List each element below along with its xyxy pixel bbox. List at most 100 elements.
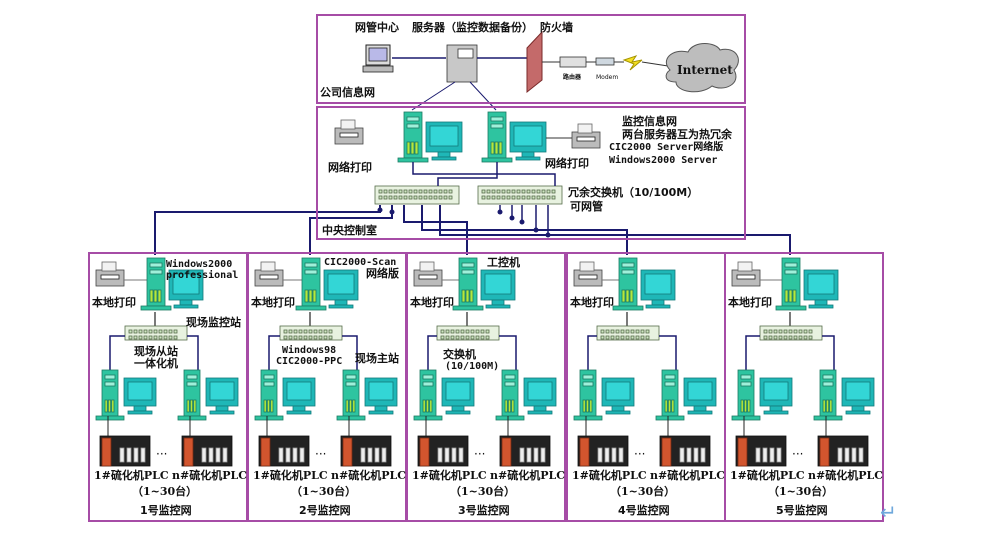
switch-left-link xyxy=(587,335,597,370)
pc-drive xyxy=(104,381,116,387)
pc-slot xyxy=(104,399,108,413)
printer-slot xyxy=(418,274,438,280)
firewall-icon xyxy=(526,30,543,94)
switch-port xyxy=(298,335,303,340)
switch-port xyxy=(501,195,506,200)
printer-paper xyxy=(101,261,117,272)
switch-port xyxy=(521,195,526,200)
switch-port xyxy=(288,335,293,340)
switch-port xyxy=(318,335,323,340)
pc-drive xyxy=(304,269,318,275)
subnet-3-frame xyxy=(406,252,566,522)
switch-port xyxy=(303,335,308,340)
switch-right-link xyxy=(342,335,358,370)
plc-io-card xyxy=(618,447,624,463)
subnet-title: 2号监控网 xyxy=(299,504,351,517)
plc-1-label: 1#硫化机PLC xyxy=(572,469,647,482)
switch-port xyxy=(605,329,610,334)
switch-port xyxy=(313,335,318,340)
plc-io-card xyxy=(299,447,305,463)
switch-port xyxy=(546,189,551,194)
switch-port xyxy=(491,189,496,194)
plc-io-card xyxy=(776,447,782,463)
pc-slot xyxy=(465,289,470,303)
switch-port xyxy=(455,329,460,334)
pc-slot xyxy=(740,399,744,413)
local-printer-label: 本地打印 xyxy=(570,296,614,309)
switch-port xyxy=(763,329,768,334)
switch-port xyxy=(173,335,178,340)
printer-paper xyxy=(737,261,753,272)
pc-drive xyxy=(490,123,504,129)
plc-io-card xyxy=(367,447,373,463)
pc-drive xyxy=(186,381,198,387)
switch-port xyxy=(496,189,501,194)
plc-io-card xyxy=(458,447,464,463)
subnet-title: 4号监控网 xyxy=(618,504,670,517)
monitor-screen xyxy=(687,381,713,401)
pc-slot xyxy=(667,399,672,413)
bus-junction xyxy=(377,207,383,213)
local-printer-label: 本地打印 xyxy=(728,296,772,309)
switch-port xyxy=(516,195,521,200)
pc-slot xyxy=(263,399,267,413)
switch-port xyxy=(470,329,475,334)
subnet-title: 3号监控网 xyxy=(458,504,510,517)
switch-port xyxy=(808,329,813,334)
pc-slot xyxy=(629,289,634,303)
plc-count-label: （1~30台） xyxy=(768,485,834,498)
central-room-label: 中央控制室 xyxy=(322,224,377,237)
printer-slot xyxy=(100,274,120,280)
switch-port xyxy=(506,189,511,194)
plc-io-card xyxy=(278,447,284,463)
pc-slot xyxy=(747,399,751,413)
printer-paper xyxy=(577,123,593,134)
info-line-3: CIC2000 Server网络版 xyxy=(609,142,724,153)
switch-port xyxy=(783,335,788,340)
plc-io-card xyxy=(381,447,387,463)
switch-port xyxy=(318,329,323,334)
pc-base xyxy=(612,305,644,311)
plc-ellipsis: ··· xyxy=(634,447,645,461)
host-os-label: Windows2000 xyxy=(166,259,233,270)
pc-drive xyxy=(422,381,434,387)
switch-port xyxy=(501,189,506,194)
plc-power-module xyxy=(260,437,271,467)
plc-io-card xyxy=(679,447,685,463)
monitor-foot xyxy=(515,156,541,161)
pc-slot xyxy=(511,399,515,413)
monitor-screen xyxy=(127,381,153,401)
monitor-screen xyxy=(445,381,471,401)
switch-port xyxy=(620,335,625,340)
central-zone-frame xyxy=(316,106,746,240)
pc-slot xyxy=(410,141,415,155)
switch-port xyxy=(443,189,448,194)
pc-drive xyxy=(263,374,275,380)
pc-base xyxy=(177,415,207,421)
switch-port xyxy=(393,189,398,194)
monitor-foot xyxy=(808,304,834,309)
pc-drive xyxy=(104,374,116,380)
switch-port xyxy=(323,335,328,340)
switch-left-link xyxy=(745,335,760,370)
pc-slot xyxy=(157,289,162,303)
pc-base xyxy=(495,415,525,421)
server-to-central-link-right xyxy=(469,81,497,111)
switch-port xyxy=(283,329,288,334)
switch-port xyxy=(481,189,486,194)
switch-port xyxy=(153,329,158,334)
pc-base xyxy=(775,305,807,311)
pc-slot xyxy=(429,399,433,413)
switch-port xyxy=(433,195,438,200)
printer-slot xyxy=(576,136,596,142)
switch-port xyxy=(133,329,138,334)
monitor-foot xyxy=(431,156,457,161)
pc-slot xyxy=(193,399,197,413)
subnet-5-frame xyxy=(724,252,884,522)
switch-port xyxy=(625,329,630,334)
subnet-title: 1号监控网 xyxy=(140,504,192,517)
switch-port xyxy=(605,335,610,340)
monitor-foot xyxy=(845,410,871,415)
printer-paper xyxy=(260,261,276,272)
lightning-icon xyxy=(622,55,643,71)
